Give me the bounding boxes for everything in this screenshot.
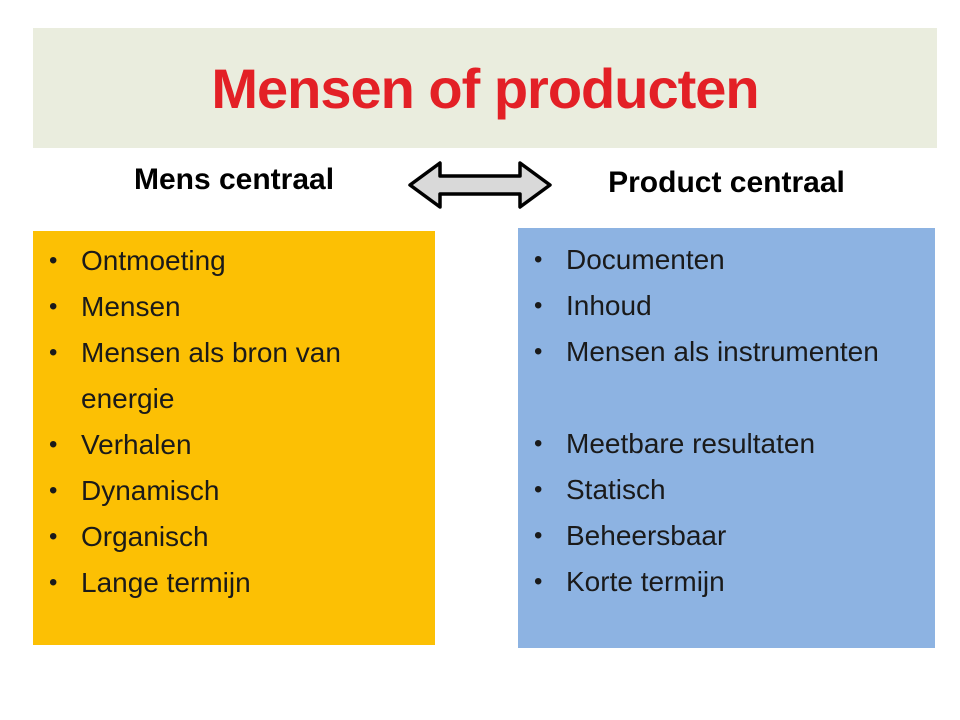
slide-title: Mensen of producten — [211, 56, 759, 120]
bullet-icon: • — [49, 523, 58, 550]
list-item: • Lange termijn — [49, 560, 395, 606]
bullet-icon: • — [49, 339, 58, 366]
list-item-text: Meetbare resultaten — [566, 428, 816, 459]
list-item: • Organisch — [49, 514, 395, 560]
list-item: • Beheersbaar — [534, 513, 925, 559]
list-item: • Documenten — [534, 237, 925, 283]
list-item: • Mensen — [49, 284, 395, 330]
list-item: • Statisch — [534, 467, 925, 513]
list-item-text: Mensen — [81, 291, 181, 322]
list-item: • Ontmoeting — [49, 238, 395, 284]
list-item: • Mensen als instrumenten — [534, 329, 925, 375]
list-item: • Meetbare resultaten — [534, 421, 925, 467]
bullet-icon: • — [534, 246, 543, 273]
list-item: • Verhalen — [49, 422, 395, 468]
list-item-text: Statisch — [566, 474, 666, 505]
list-spacer — [534, 375, 925, 421]
product-centraal-box: • Documenten • Inhoud • Mensen als instrument… — [518, 228, 935, 648]
list-item-text: Lange termijn — [81, 567, 251, 598]
bullet-icon: • — [534, 292, 543, 319]
bullet-icon: • — [534, 476, 543, 503]
list-item-text: Documenten — [566, 244, 725, 275]
list-item: • Korte termijn — [534, 559, 925, 605]
list-item-text: Beheersbaar — [566, 520, 727, 551]
list-item-text: Ontmoeting — [81, 245, 226, 276]
bullet-icon: • — [49, 477, 58, 504]
list-item-text: Verhalen — [81, 429, 192, 460]
list-item-text: Mensen als instrumenten — [566, 336, 879, 367]
bullet-icon: • — [49, 293, 58, 320]
bullet-icon: • — [49, 431, 58, 458]
bullet-icon: • — [534, 338, 543, 365]
list-item-text: Mensen als bron van energie — [81, 337, 341, 414]
bullet-icon: • — [49, 569, 58, 596]
double-headed-arrow-icon — [408, 161, 552, 209]
column-header-product-centraal: Product centraal — [608, 166, 845, 199]
list-item: • Mensen als bron van energie — [49, 330, 395, 422]
column-header-mens-centraal: Mens centraal — [133, 163, 335, 196]
bullet-icon: • — [534, 568, 543, 595]
product-centraal-list: • Documenten • Inhoud • Mensen als instrument… — [518, 228, 935, 605]
list-item-text: Korte termijn — [566, 566, 725, 597]
title-band: Mensen of producten — [33, 28, 937, 148]
list-item: • Dynamisch — [49, 468, 395, 514]
list-item-text: Dynamisch — [81, 475, 220, 506]
list-item-text: Inhoud — [566, 290, 652, 321]
list-item-text: Organisch — [81, 521, 209, 552]
bullet-icon: • — [49, 247, 58, 274]
bullet-icon: • — [534, 430, 543, 457]
mens-centraal-list: • Ontmoeting • Mensen • Mensen als bron van e… — [33, 231, 435, 606]
mens-centraal-box: • Ontmoeting • Mensen • Mensen als bron van e… — [33, 231, 435, 645]
bullet-icon: • — [534, 522, 543, 549]
list-item: • Inhoud — [534, 283, 925, 329]
